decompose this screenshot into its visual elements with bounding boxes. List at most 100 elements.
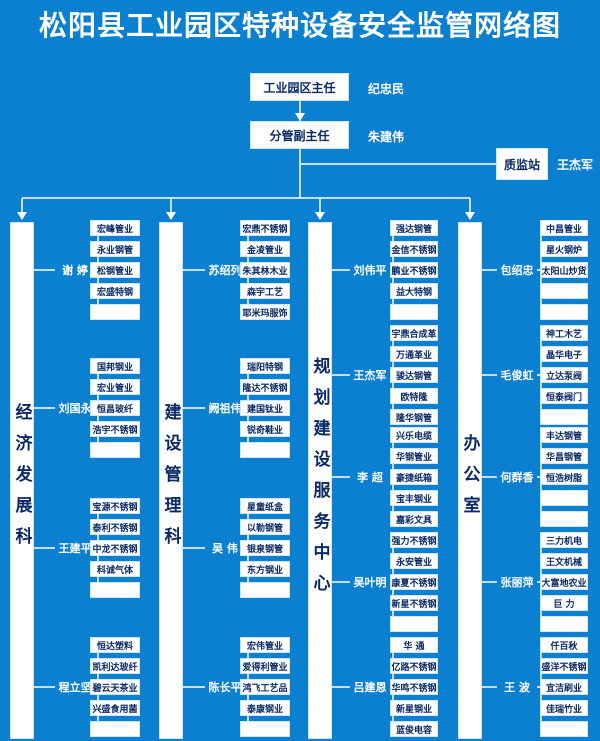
company-2-2-3: 宝丰钢业 <box>390 490 438 506</box>
company-2-0-1: 金信不锈钢 <box>390 241 438 257</box>
company-2-3-2: 康夏不锈钢 <box>390 574 438 590</box>
company-3-1-4 <box>540 409 588 425</box>
company-1-1-2: 建国钛业 <box>240 400 290 416</box>
company-0-2-1: 泰利不锈钢 <box>90 519 140 535</box>
company-1-1-4 <box>240 442 290 458</box>
person-3-4: 王 波 <box>504 681 530 694</box>
company-3-1-2: 立达泵阀 <box>540 367 588 383</box>
company-0-0-3: 宏盛特钢 <box>90 283 140 299</box>
company-3-2-2: 恒浩树脂 <box>540 469 588 485</box>
person-1-0: 苏绍列 <box>208 264 242 277</box>
company-1-3-1: 爱得利管业 <box>240 658 290 674</box>
dept-arrow <box>465 212 475 220</box>
company-1-2-4 <box>240 582 290 598</box>
company-2-3-4 <box>390 616 438 632</box>
company-0-0-4 <box>90 304 140 320</box>
director-deputy-arrow <box>295 113 305 121</box>
company-2-3-0: 强力不锈钢 <box>390 532 438 548</box>
company-1-0-0: 宏鼎不锈钢 <box>240 220 290 236</box>
person-3-1: 毛俊虹 <box>500 369 534 382</box>
company-2-4-1: 亿路不锈钢 <box>390 658 438 674</box>
company-2-0-4 <box>390 304 438 320</box>
department-box-2: 规划建设服务中心 <box>308 222 332 739</box>
company-2-1-0: 宇鼎合成革 <box>390 325 438 341</box>
company-3-4-3: 佳瑞竹业 <box>540 700 588 716</box>
company-0-1-4 <box>90 442 140 458</box>
company-2-2-0: 兴乐电缆 <box>390 427 438 443</box>
person-2-1: 王杰军 <box>353 369 387 382</box>
company-3-2-1: 华昌钢管 <box>540 448 588 464</box>
deputy-box: 分管副主任 <box>250 121 349 149</box>
company-0-3-2: 碧云天茶业 <box>90 679 140 695</box>
person-2-0: 刘伟平 <box>353 264 387 277</box>
company-3-0-2: 太阳山炒货 <box>540 262 588 278</box>
dept-arrow <box>315 212 325 220</box>
company-2-1-4: 隆华钢管 <box>390 409 438 425</box>
company-1-1-1: 隆达不锈钢 <box>240 379 290 395</box>
company-0-2-2: 中龙不锈钢 <box>90 540 140 556</box>
company-2-2-1: 华钢管业 <box>390 448 438 464</box>
company-1-2-0: 星童纸盒 <box>240 498 290 514</box>
company-1-3-3: 泰康钢业 <box>240 700 290 716</box>
company-2-4-4: 蓝俊电容 <box>390 721 438 737</box>
department-box-0: 经济发展科 <box>10 222 34 739</box>
company-1-2-3: 东方钢业 <box>240 561 290 577</box>
company-3-1-3: 恒泰阀门 <box>540 388 588 404</box>
company-0-1-2: 恒昌玻纤 <box>90 400 140 416</box>
company-3-2-0: 丰达钢管 <box>540 427 588 443</box>
company-3-2-3 <box>540 490 588 506</box>
company-1-3-0: 宏伟管业 <box>240 637 290 653</box>
company-3-3-2: 大富地农业 <box>540 574 588 590</box>
company-3-2-4 <box>540 511 588 527</box>
company-0-2-3: 科诚气体 <box>90 561 140 577</box>
person-1-2: 吴 伟 <box>212 542 238 555</box>
company-2-4-2: 华鸣不锈钢 <box>390 679 438 695</box>
company-3-4-4 <box>540 721 588 737</box>
company-2-3-1: 永安管业 <box>390 553 438 569</box>
company-3-3-0: 三力机电 <box>540 532 588 548</box>
director-name: 纪忠民 <box>368 82 405 96</box>
company-2-1-2: 骏达钢管 <box>390 367 438 383</box>
company-3-1-1: 晶华电子 <box>540 346 588 362</box>
company-1-0-1: 金凌管业 <box>240 241 290 257</box>
company-0-1-0: 国邦钢业 <box>90 358 140 374</box>
company-1-2-1: 以勒钢管 <box>240 519 290 535</box>
company-2-0-3: 益大特钢 <box>390 283 438 299</box>
person-0-2: 王建平 <box>58 542 92 555</box>
person-3-2: 何群香 <box>500 471 534 484</box>
company-3-0-1: 星火钢炉 <box>540 241 588 257</box>
company-3-1-0: 神工木艺 <box>540 325 588 341</box>
company-0-0-1: 永业钢管 <box>90 241 140 257</box>
company-1-1-3: 锐奇鞋业 <box>240 421 290 437</box>
company-3-3-1: 王文机械 <box>540 553 588 569</box>
company-1-1-0: 瑞阳特钢 <box>240 358 290 374</box>
company-3-4-1: 盛洋不锈钢 <box>540 658 588 674</box>
director-box: 工业园区主任 <box>250 73 349 101</box>
department-box-1: 建设管理科 <box>159 222 183 739</box>
dept-arrow <box>166 212 176 220</box>
company-2-0-2: 鹏业不锈钢 <box>390 262 438 278</box>
company-0-0-0: 宏峰管业 <box>90 220 140 236</box>
company-3-3-4 <box>540 616 588 632</box>
company-2-1-1: 万通革业 <box>390 346 438 362</box>
chart-title: 松阳县工业园区特种设备安全监管网络图 <box>38 9 561 42</box>
company-2-3-3: 新星不锈钢 <box>390 595 438 611</box>
company-0-3-4 <box>90 721 140 737</box>
company-3-4-0: 仟百秋 <box>540 637 588 653</box>
company-3-4-2: 宜洁刷业 <box>540 679 588 695</box>
company-1-2-2: 银泉钢管 <box>240 540 290 556</box>
dept-arrow <box>17 212 27 220</box>
company-0-0-2: 松钢管业 <box>90 262 140 278</box>
company-1-3-2: 鸿飞工艺品 <box>240 679 290 695</box>
company-0-1-1: 宏业管业 <box>90 379 140 395</box>
person-2-4: 吕建恩 <box>353 681 387 694</box>
company-2-0-0: 强达钢管 <box>390 220 438 236</box>
company-1-0-3: 森宇工艺 <box>240 283 290 299</box>
company-0-2-0: 宝源不锈钢 <box>90 498 140 514</box>
person-2-3: 吴叶明 <box>353 576 387 589</box>
person-3-0: 包绍忠 <box>500 264 534 277</box>
person-1-1: 阙祖伟 <box>208 402 242 415</box>
company-0-3-1: 凯利达玻纤 <box>90 658 140 674</box>
person-2-2: 李 超 <box>357 471 383 484</box>
company-2-4-3: 新星钢业 <box>390 700 438 716</box>
